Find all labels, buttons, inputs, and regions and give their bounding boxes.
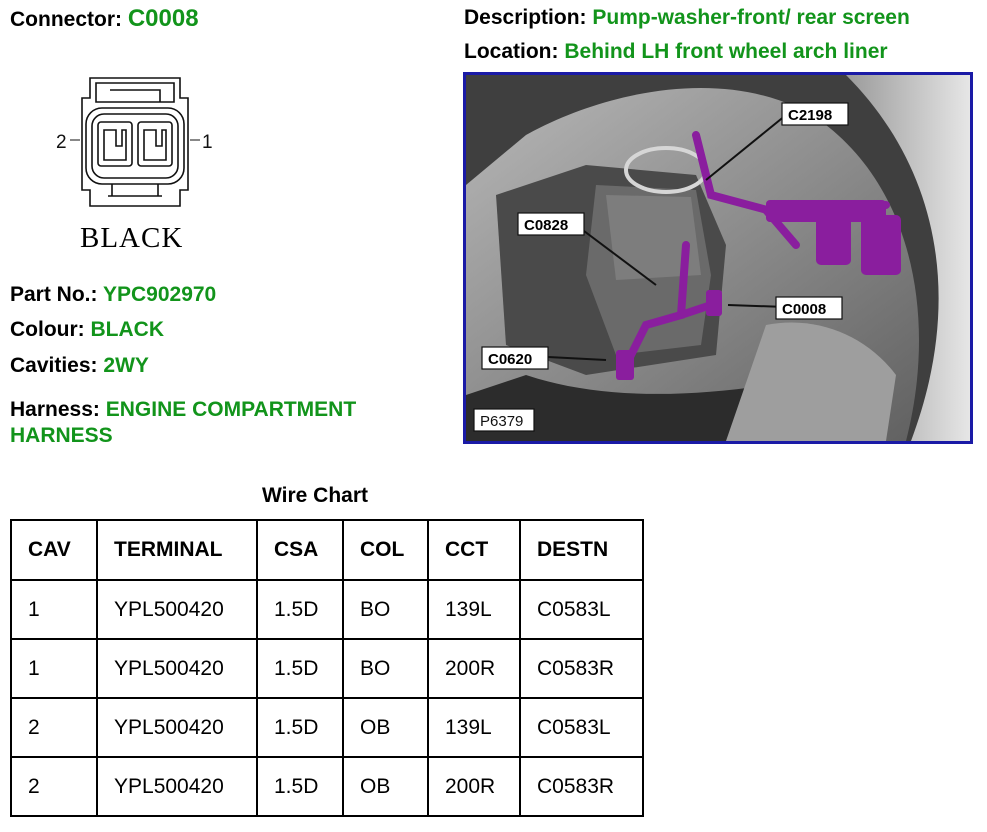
wire-chart-header-row: CAV TERMINAL CSA COL CCT DESTN xyxy=(10,519,644,581)
cell-col: OB xyxy=(342,756,429,817)
callout-c0620: C0620 xyxy=(488,351,532,368)
colour-line: Colour: BLACK xyxy=(10,318,164,342)
cell-csa: 1.5D xyxy=(256,697,344,758)
part-number-line: Part No.: YPC902970 xyxy=(10,283,216,307)
description-label: Description: xyxy=(464,6,587,29)
cell-col: BO xyxy=(342,579,429,640)
cell-cav: 2 xyxy=(10,697,98,758)
cavities-line: Cavities: 2WY xyxy=(10,354,149,378)
table-row: 2 YPL500420 1.5D OB 139L C0583L xyxy=(10,697,644,758)
connector-label: Connector: xyxy=(10,8,122,31)
header-cav: CAV xyxy=(10,519,98,581)
wire-chart-title: Wire Chart xyxy=(262,484,368,507)
header-col: COL xyxy=(342,519,429,581)
engine-bay-illustration: C2198 C0828 C0008 C0620 P6379 xyxy=(466,75,970,441)
location-photo: C2198 C0828 C0008 C0620 P6379 xyxy=(463,72,973,444)
cell-cct: 200R xyxy=(427,638,521,699)
header-terminal: TERMINAL xyxy=(96,519,258,581)
pin-2-number: 2 xyxy=(56,132,67,153)
connector-colour-caption: BLACK xyxy=(80,222,184,254)
cell-cav: 1 xyxy=(10,638,98,699)
cavities-value: 2WY xyxy=(103,354,149,377)
description-value: Pump-washer-front/ rear screen xyxy=(592,6,910,29)
cell-col: OB xyxy=(342,697,429,758)
cell-destn: C0583L xyxy=(519,697,644,758)
connector-face-icon: 2 1 xyxy=(56,77,213,207)
cell-cav: 1 xyxy=(10,579,98,640)
location-value: Behind LH front wheel arch liner xyxy=(564,40,888,63)
location-label: Location: xyxy=(464,40,559,63)
cell-terminal: YPL500420 xyxy=(96,697,258,758)
table-row: 1 YPL500420 1.5D BO 200R C0583R xyxy=(10,638,644,699)
harness-value: ENGINE COMPARTMENT HARNESS xyxy=(10,398,357,447)
table-row: 1 YPL500420 1.5D BO 139L C0583L xyxy=(10,579,644,640)
cell-csa: 1.5D xyxy=(256,756,344,817)
connector-heading: Connector: C0008 xyxy=(10,5,199,33)
connector-id: C0008 xyxy=(127,5,199,32)
cell-cav: 2 xyxy=(10,756,98,817)
callout-c2198: C2198 xyxy=(788,107,832,124)
colour-label: Colour: xyxy=(10,318,85,341)
cell-terminal: YPL500420 xyxy=(96,756,258,817)
cell-csa: 1.5D xyxy=(256,638,344,699)
header-csa: CSA xyxy=(256,519,344,581)
callout-c0008: C0008 xyxy=(782,301,826,318)
cell-terminal: YPL500420 xyxy=(96,638,258,699)
wire-chart-table: CAV TERMINAL CSA COL CCT DESTN 1 YPL5004… xyxy=(10,519,644,817)
location-heading: Location: Behind LH front wheel arch lin… xyxy=(464,40,888,64)
part-number-value: YPC902970 xyxy=(102,283,217,306)
cell-cct: 200R xyxy=(427,756,521,817)
cell-csa: 1.5D xyxy=(256,579,344,640)
connector-face-drawing: 2 1 xyxy=(50,70,225,260)
cell-destn: C0583L xyxy=(519,579,644,640)
cell-terminal: YPL500420 xyxy=(96,579,258,640)
cavities-label: Cavities: xyxy=(10,354,98,377)
part-number-label: Part No.: xyxy=(10,283,98,306)
cell-destn: C0583R xyxy=(519,638,644,699)
harness-line: Harness: ENGINE COMPARTMENT HARNESS xyxy=(10,397,430,449)
description-heading: Description: Pump-washer-front/ rear scr… xyxy=(464,6,910,30)
photo-reference: P6379 xyxy=(480,413,523,430)
callout-c0828: C0828 xyxy=(524,217,568,234)
cell-cct: 139L xyxy=(427,579,521,640)
cell-cct: 139L xyxy=(427,697,521,758)
pin-1-number: 1 xyxy=(202,132,213,153)
cell-col: BO xyxy=(342,638,429,699)
cell-destn: C0583R xyxy=(519,756,644,817)
header-cct: CCT xyxy=(427,519,521,581)
harness-label: Harness: xyxy=(10,398,100,421)
table-row: 2 YPL500420 1.5D OB 200R C0583R xyxy=(10,756,644,817)
colour-value: BLACK xyxy=(90,318,165,341)
header-destn: DESTN xyxy=(519,519,644,581)
